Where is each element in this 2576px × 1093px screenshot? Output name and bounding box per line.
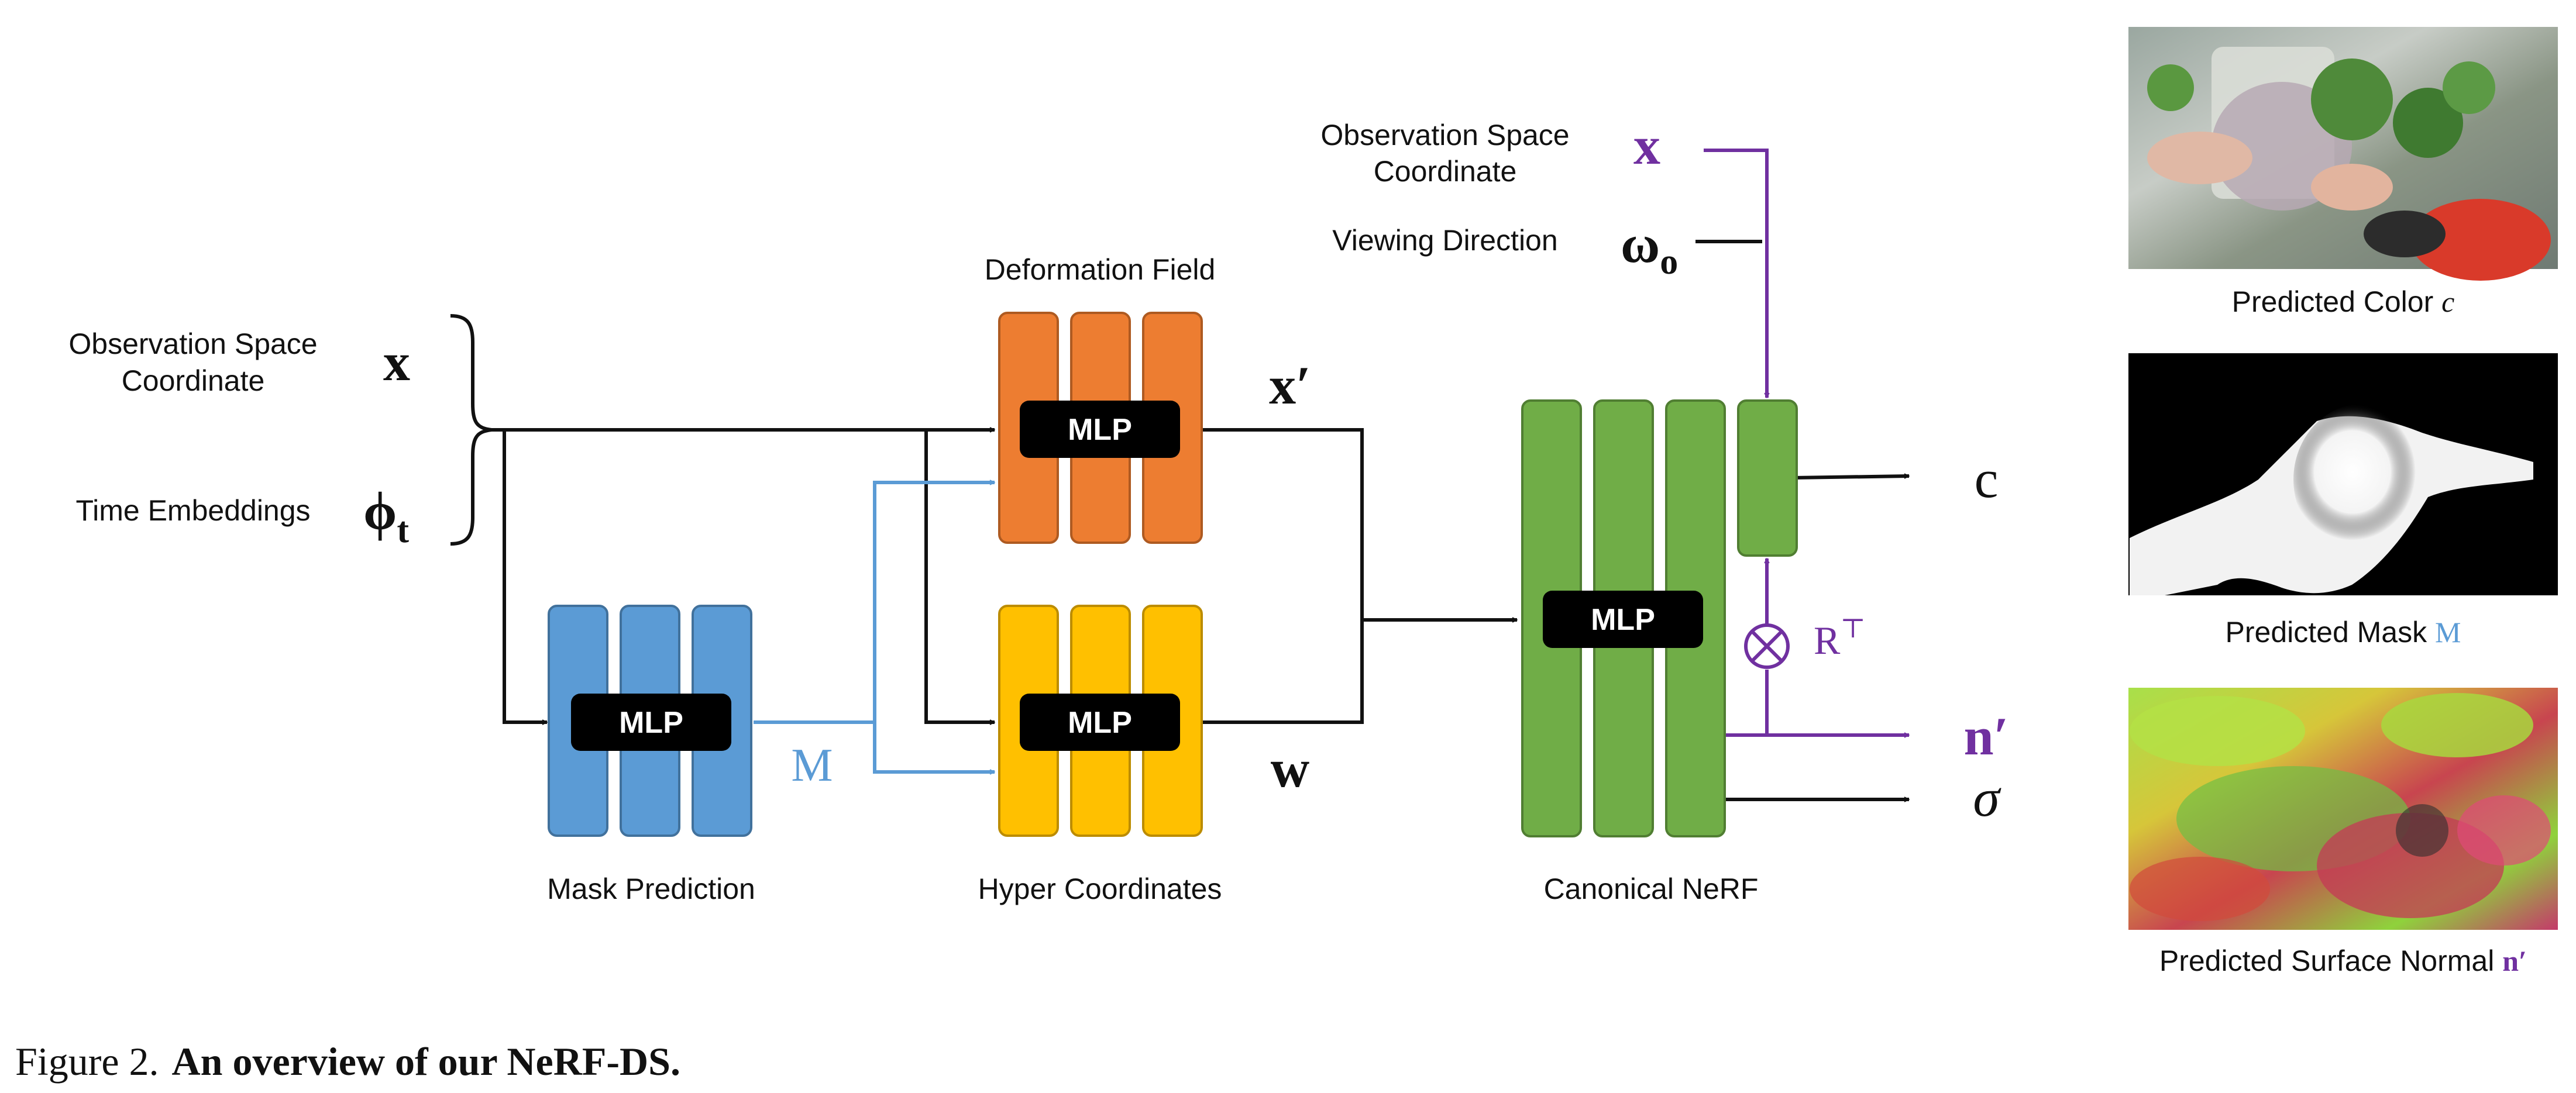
viewing-direction-label: Viewing Direction <box>1332 224 1557 257</box>
mask-connectors <box>754 482 995 772</box>
deformation-mlp-label: MLP <box>1068 413 1132 447</box>
canonical-nerf-block: MLP Canonical NeRF <box>1521 399 1798 905</box>
deformed-coord-symbol: x′ <box>1269 356 1311 415</box>
deformation-field-block: Deformation Field MLP <box>985 253 1216 544</box>
nerf-mlp-label: MLP <box>1591 603 1655 637</box>
hyper-coordinates-label: Hyper Coordinates <box>978 873 1222 905</box>
predicted-normal-caption: Predicted Surface Normal n′ <box>2159 944 2527 977</box>
figure-caption: Figure 2. An overview of our NeRF-DS. <box>15 1039 680 1084</box>
mask-mlp-badge <box>571 694 731 751</box>
canonical-coord-label-line2: Coordinate <box>1374 155 1517 188</box>
hyper-mlp-badge <box>1020 694 1180 751</box>
deformation-field-label: Deformation Field <box>985 253 1216 286</box>
predicted-normal-image <box>2128 688 2558 930</box>
input-labels: Observation Space Coordinate x Time Embe… <box>68 327 410 550</box>
input-coord-label-line2: Coordinate <box>122 364 265 397</box>
canonical-input-labels: Observation Space Coordinate x Viewing D… <box>1320 116 1678 282</box>
input-coord-label-line1: Observation Space <box>68 327 317 360</box>
hyper-coordinates-block: MLP Hyper Coordinates <box>978 605 1222 905</box>
output-normal-symbol: n′ <box>1963 706 2008 766</box>
black-connectors <box>491 240 1909 799</box>
nerf-mlp-badge <box>1543 591 1703 648</box>
mask-mlp-label: MLP <box>619 706 683 740</box>
output-density-symbol: σ <box>1973 768 2001 827</box>
mask-signal-symbol: M <box>791 740 833 791</box>
predicted-color-image <box>2128 27 2558 281</box>
time-embedding-symbol: ϕt <box>363 481 409 550</box>
time-embedding-label: Time Embeddings <box>75 494 310 527</box>
output-color-symbol: c <box>1975 449 1999 509</box>
canonical-coord-symbol: x <box>1633 116 1660 175</box>
rotation-symbol: R⊤ <box>1814 613 1866 663</box>
viewing-direction-symbol: ωo <box>1621 214 1678 282</box>
predicted-mask-image <box>2128 353 2558 595</box>
mask-prediction-block: MLP Mask Prediction <box>547 605 755 905</box>
predicted-color-caption: Predicted Color c <box>2232 285 2455 318</box>
predicted-mask-caption: Predicted Mask M <box>2226 616 2461 649</box>
hyper-mlp-label: MLP <box>1068 706 1132 740</box>
hyper-coord-symbol: w <box>1271 739 1309 798</box>
color-head-block <box>1737 399 1798 557</box>
mask-prediction-label: Mask Prediction <box>547 873 755 905</box>
input-coord-symbol: x <box>383 332 410 392</box>
outputs: c n′ σ <box>1963 449 2008 827</box>
canonical-nerf-label: Canonical NeRF <box>1544 873 1759 905</box>
input-brace <box>450 314 492 546</box>
deformation-mlp-badge <box>1020 401 1180 458</box>
canonical-coord-label-line1: Observation Space <box>1320 119 1569 151</box>
purple-connectors <box>1704 149 1909 735</box>
